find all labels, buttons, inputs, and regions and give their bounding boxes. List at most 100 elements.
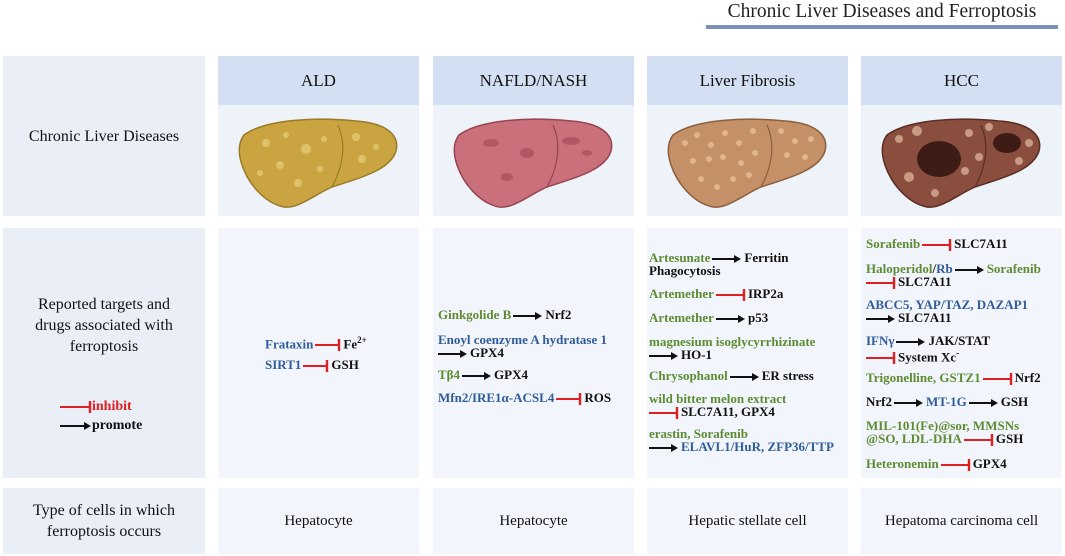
row-header-targets-text: Reported targets and drugs associated wi… xyxy=(35,296,173,355)
inhibit-arrow-icon xyxy=(866,352,896,365)
drug-ginkgolide-b: Ginkgolide B xyxy=(438,307,512,322)
promote-arrow-icon xyxy=(715,315,745,324)
target-fe: Fe xyxy=(343,336,358,352)
hcc-haloperidol-target-row: SLC7A11 xyxy=(866,274,952,290)
target-system-xc-sup: - xyxy=(956,348,960,358)
drug-chrysophanol: Chrysophanol xyxy=(649,368,728,383)
target-gpx4: GPX4 xyxy=(470,345,504,360)
inhibit-arrow-icon xyxy=(315,339,341,352)
promote-arrow-icon xyxy=(438,350,467,359)
inhibit-arrow-icon xyxy=(715,289,746,302)
promote-arrow-icon xyxy=(60,422,91,430)
column-header-fibrosis: Liver Fibrosis xyxy=(647,56,848,105)
drug-trigonelline-gstz1: Trigonelline, GSTZ1 xyxy=(866,370,981,385)
promote-arrow-icon xyxy=(513,312,543,321)
column-header-ald: ALD xyxy=(218,56,419,105)
fib-melon-target-row: SLC7A11, GPX4 xyxy=(649,404,775,420)
target-nrf2: Nrf2 xyxy=(545,307,572,322)
drug-sorafenib: Sorafenib xyxy=(866,236,921,251)
drug-wild-bitter-melon: wild bitter melon extract xyxy=(649,391,787,406)
cell-type-fibrosis: Hepatic stellate cell xyxy=(647,488,848,554)
row-header-chronic: Chronic Liver Diseases xyxy=(3,56,205,216)
drug-mfn2: Mfn2/IRE1α-ACSL4 xyxy=(438,390,555,405)
legend-promote: promote xyxy=(60,418,142,434)
cell-type-ald: Hepatocyte xyxy=(218,488,419,554)
separator-slash: / xyxy=(932,261,937,276)
nafld-mfn2-row: Mfn2/IRE1α-ACSL4 ROS xyxy=(438,390,612,406)
promote-arrow-icon xyxy=(866,315,895,324)
row-header-cells: Type of cells in which ferroptosis occur… xyxy=(3,488,205,554)
fib-ho1-row: HO-1 xyxy=(649,347,712,362)
hcc-abcc5-target-row: SLC7A11 xyxy=(866,310,951,325)
hcc-nrf2-row: Nrf2 MT-1G GSH xyxy=(866,394,1028,409)
promote-arrow-icon xyxy=(968,399,998,408)
liver-cell-ald xyxy=(218,105,419,216)
hcc-sorafenib-row: Sorafenib SLC7A11 xyxy=(866,236,1008,252)
cell-type-hcc: Hepatoma carcinoma cell xyxy=(861,488,1062,554)
drug-erastin-sorafenib: erastin, Sorafenib xyxy=(649,426,748,441)
liver-cell-hcc xyxy=(861,105,1062,216)
drug-sorafenib: Sorafenib xyxy=(986,261,1041,276)
target-slc7a11: SLC7A11 xyxy=(898,310,952,325)
inhibit-arrow-icon xyxy=(922,239,952,252)
inhibit-arrow-icon xyxy=(963,434,994,447)
drug-nrf2: Nrf2 xyxy=(866,394,892,409)
target-rb: Rb xyxy=(936,261,953,276)
drug-ldl-dha: @SO, LDL-DHA xyxy=(866,431,962,446)
nafld-enoyl-target-row: GPX4 xyxy=(438,345,504,360)
drug-mil101: MIL-101(Fe)@sor, MMSNs xyxy=(866,418,1020,433)
targets-cell-ald xyxy=(218,228,419,478)
promote-arrow-icon xyxy=(896,338,926,347)
target-slc7a11: SLC7A11 xyxy=(898,274,952,289)
target-gsh: GSH xyxy=(1000,394,1029,409)
hcc-heteronemin-row: Heteronemin GPX4 xyxy=(866,456,1007,472)
drug-abcc5-yap-taz-dazap1: ABCC5, YAP/TAZ, DAZAP1 xyxy=(866,297,1029,312)
target-jak-stat: JAK/STAT xyxy=(928,333,991,348)
target-elavl1-zfp36: ELAVL1/HuR, ZFP36/TTP xyxy=(681,439,834,454)
drug-artemether: Artemether xyxy=(649,286,714,301)
nafld-enoyl-row: Enoyl coenzyme A hydratase 1 xyxy=(438,332,607,347)
target-gpx4: GPX4 xyxy=(494,367,528,382)
inhibit-arrow-icon xyxy=(60,401,92,413)
promote-arrow-icon xyxy=(649,444,678,453)
promote-arrow-icon xyxy=(712,255,742,264)
target-ho1: HO-1 xyxy=(681,347,713,362)
drug-haloperidol: Haloperidol xyxy=(866,261,933,276)
legend-promote-label: promote xyxy=(92,418,143,433)
target-slc7a11: SLC7A11 xyxy=(954,236,1008,251)
promote-arrow-icon xyxy=(894,399,923,408)
target-irp2a: IRP2a xyxy=(747,286,784,301)
promote-arrow-icon xyxy=(954,266,984,275)
inhibit-arrow-icon xyxy=(866,277,896,290)
legend-inhibit-label: inhibit xyxy=(92,399,132,414)
target-system-xc: System Xc xyxy=(898,349,957,365)
drug-heteronemin: Heteronemin xyxy=(866,456,939,471)
title-underline xyxy=(706,25,1058,29)
hcc-mil-row: @SO, LDL-DHA GSH xyxy=(866,431,1024,447)
hcc-haloperidol-row: Haloperidol/Rb Sorafenib xyxy=(866,261,1041,276)
promote-arrow-icon xyxy=(729,373,759,382)
drug-frataxin: Frataxin xyxy=(265,336,314,352)
inhibit-arrow-icon xyxy=(556,393,582,406)
hcc-sysxc-row: System Xc- xyxy=(866,346,960,365)
liver-cell-fibrosis xyxy=(647,105,848,216)
target-ferritin: Ferritin xyxy=(744,250,789,265)
cell-type-nafld: Hepatocyte xyxy=(433,488,634,554)
target-phagocytosis: Phagocytosis xyxy=(649,263,721,278)
drug-enoyl-coa-hydratase: Enoyl coenzyme A hydratase 1 xyxy=(438,332,607,347)
target-gpx4: GPX4 xyxy=(972,456,1007,471)
target-ros: ROS xyxy=(584,390,612,405)
target-gsh: GSH xyxy=(995,431,1024,446)
drug-magnesium-isoglycyrrhizinate: magnesium isoglycyrrhizinate xyxy=(649,334,816,349)
target-mt-1g: MT-1G xyxy=(926,394,967,409)
targets-cell-fibrosis xyxy=(647,228,848,478)
target-nrf2: Nrf2 xyxy=(1014,370,1041,385)
fib-artemether1-row: Artemether IRP2a xyxy=(649,286,784,302)
liver-illustration-icon xyxy=(667,118,827,208)
